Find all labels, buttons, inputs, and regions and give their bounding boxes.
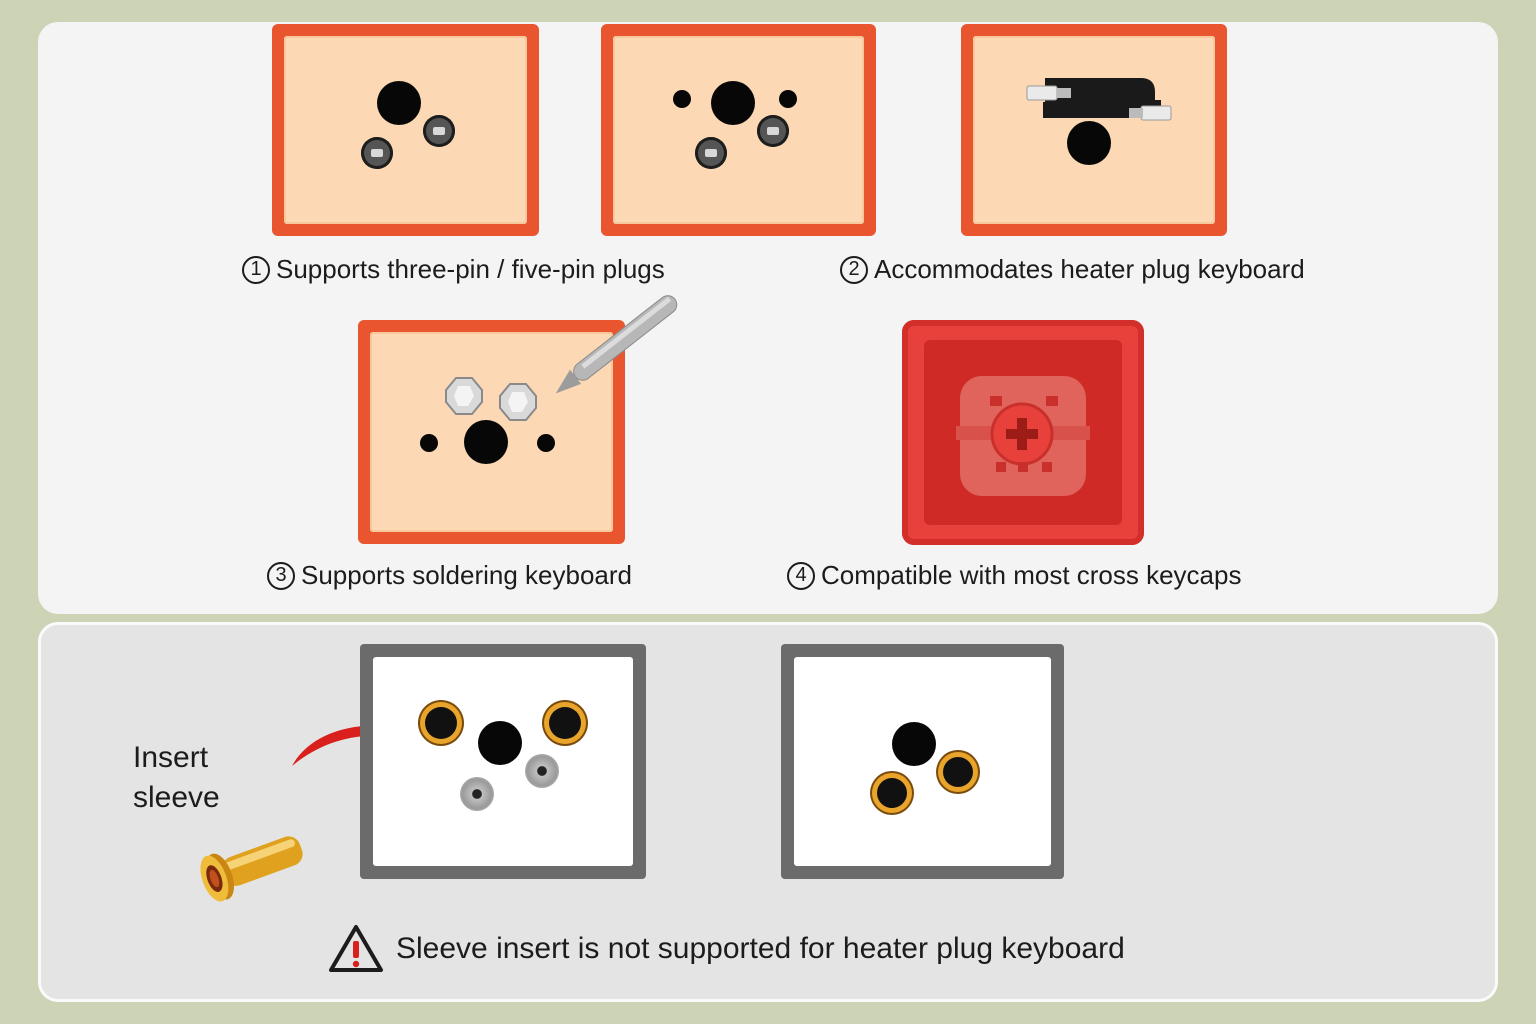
center-hole <box>478 721 522 765</box>
solder-socket-illustration <box>358 320 625 544</box>
insert-sleeve-line1: Insert <box>133 741 209 774</box>
metal-socket <box>525 754 559 788</box>
warning-triangle-icon <box>329 925 383 972</box>
pin-socket <box>361 137 393 169</box>
center-hole <box>711 81 755 125</box>
metal-socket <box>460 777 494 811</box>
soldering-iron-icon <box>555 295 678 394</box>
feature-number: 2 <box>840 255 868 284</box>
side-hole <box>420 434 438 452</box>
pin-socket <box>423 115 455 147</box>
sleeve-ring <box>877 778 907 808</box>
feature-label: Supports three-pin / five-pin plugs <box>276 254 665 284</box>
pin-socket <box>695 137 727 169</box>
feature-number: 1 <box>242 255 270 284</box>
feature-caption: 1 Supports three-pin / five-pin plugs <box>242 254 665 285</box>
feature-number: 4 <box>787 561 815 590</box>
insert-sleeve-label: Insert sleeve <box>133 738 220 818</box>
sleeve-ring <box>425 707 457 739</box>
cross-stem-icon <box>956 396 1090 472</box>
sleeve-ring <box>549 707 581 739</box>
feature-caption: 3 Supports soldering keyboard <box>267 560 632 591</box>
warning-text: Sleeve insert is not supported for heate… <box>396 932 1125 965</box>
heater-sleeve-socket-illustration <box>781 644 1064 879</box>
sleeve-ring <box>943 757 973 787</box>
sleeve-panel <box>38 622 1498 1002</box>
cross-keycap-illustration <box>902 320 1144 545</box>
feature-number: 3 <box>267 561 295 590</box>
insert-sleeve-line2: sleeve <box>133 781 220 814</box>
feature-label: Accommodates heater plug keyboard <box>874 254 1305 284</box>
gold-sleeve-icon <box>200 836 303 902</box>
heater-plug-socket-illustration <box>961 24 1227 236</box>
feature-caption: 4 Compatible with most cross keycaps <box>787 560 1241 591</box>
side-hole <box>537 434 555 452</box>
center-hole <box>892 722 936 766</box>
side-hole <box>673 90 691 108</box>
center-hole <box>377 81 421 125</box>
pin-socket <box>757 115 789 147</box>
side-hole <box>779 90 797 108</box>
sleeved-socket-illustration <box>360 644 646 879</box>
feature-label: Compatible with most cross keycaps <box>821 560 1242 590</box>
heater-plug-board-icon <box>1026 78 1172 121</box>
feature-label: Supports soldering keyboard <box>301 560 632 590</box>
feature-caption: 2 Accommodates heater plug keyboard <box>840 254 1305 285</box>
center-hole <box>1067 121 1111 165</box>
five-pin-socket-illustration <box>601 24 876 236</box>
solder-joint-icon <box>499 383 537 421</box>
center-hole <box>464 420 508 464</box>
three-pin-socket-illustration <box>272 24 539 236</box>
solder-joint-icon <box>445 377 483 415</box>
warning-notice: Sleeve insert is not supported for heate… <box>328 924 1125 974</box>
